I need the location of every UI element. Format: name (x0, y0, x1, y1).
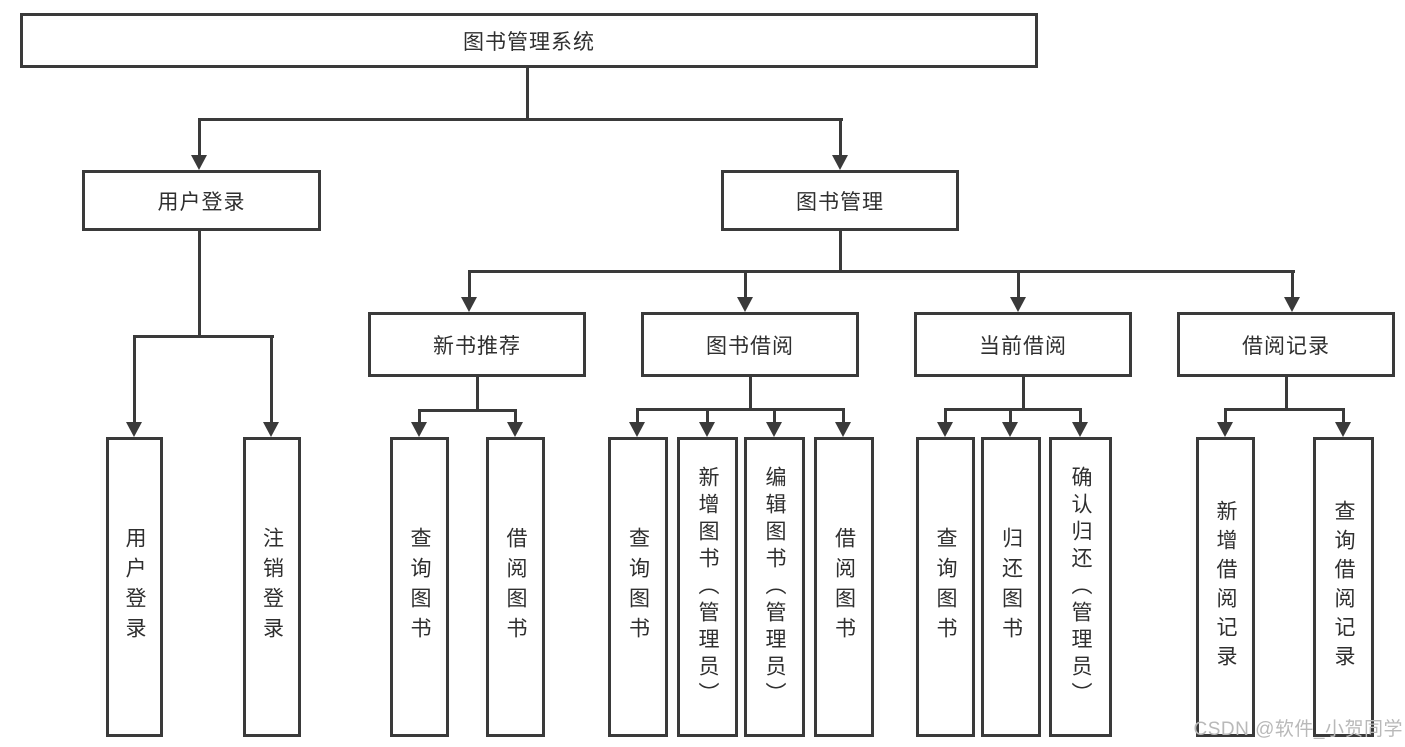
leaf-add-book-admin: 新增图书（管理员） (677, 437, 738, 737)
arrowhead-down-icon (461, 297, 477, 312)
connector-line (133, 335, 274, 338)
leaf-borrow-books-2: 借阅图书 (814, 437, 874, 737)
connector-line (468, 270, 471, 298)
connector-line (1079, 408, 1082, 425)
connector-line (839, 118, 842, 158)
connector-line (526, 67, 529, 119)
node-current-borrow: 当前借阅 (914, 312, 1132, 377)
connector-line (839, 231, 842, 272)
leaf-query-books-1: 查询图书 (390, 437, 449, 737)
node-new-book-recommend: 新书推荐 (368, 312, 586, 377)
connector-line (744, 270, 747, 298)
connector-line (1342, 408, 1345, 425)
leaf-query-books-3: 查询图书 (916, 437, 975, 737)
connector-line (706, 408, 709, 425)
connector-line (944, 408, 1082, 411)
leaf-query-books-2: 查询图书 (608, 437, 668, 737)
connector-line (1017, 270, 1020, 298)
csdn-watermark: CSDN @软件_小贺同学 (1193, 719, 1403, 740)
node-book-management: 图书管理 (721, 170, 959, 231)
leaf-borrow-books-1: 借阅图书 (486, 437, 545, 737)
leaf-edit-book-admin: 编辑图书（管理员） (744, 437, 805, 737)
node-root: 图书管理系统 (20, 13, 1038, 68)
connector-line (842, 408, 845, 425)
node-book-borrow: 图书借阅 (641, 312, 859, 377)
connector-line (1285, 377, 1288, 410)
connector-line (749, 377, 752, 410)
leaf-query-borrow-record: 查询借阅记录 (1313, 437, 1374, 737)
arrowhead-down-icon (1002, 422, 1018, 437)
arrowhead-down-icon (699, 422, 715, 437)
arrowhead-down-icon (1284, 297, 1300, 312)
arrowhead-down-icon (1010, 297, 1026, 312)
leaf-return-book: 归还图书 (981, 437, 1041, 737)
arrowhead-down-icon (507, 422, 523, 437)
arrowhead-down-icon (1072, 422, 1088, 437)
arrowhead-down-icon (766, 422, 782, 437)
connector-line (418, 409, 517, 412)
connector-line (1224, 408, 1345, 411)
arrowhead-down-icon (411, 422, 427, 437)
connector-line (198, 118, 201, 158)
connector-line (1291, 270, 1294, 298)
leaf-confirm-return-admin: 确认归还（管理员） (1049, 437, 1112, 737)
arrowhead-down-icon (191, 155, 207, 170)
connector-line (514, 409, 517, 425)
arrowhead-down-icon (1335, 422, 1351, 437)
arrowhead-down-icon (737, 297, 753, 312)
leaf-logout: 注销登录 (243, 437, 301, 737)
arrowhead-down-icon (832, 155, 848, 170)
arrowhead-down-icon (263, 422, 279, 437)
connector-line (944, 408, 947, 425)
connector-line (636, 408, 845, 411)
arrowhead-down-icon (126, 422, 142, 437)
connector-line (1022, 377, 1025, 410)
connector-line (468, 270, 1295, 273)
connector-line (418, 409, 421, 425)
leaf-user-login: 用户登录 (106, 437, 163, 737)
connector-line (773, 408, 776, 425)
connector-line (198, 231, 201, 337)
connector-line (270, 335, 273, 423)
connector-line (198, 118, 843, 121)
connector-line (1224, 408, 1227, 425)
connector-line (636, 408, 639, 425)
node-borrow-records: 借阅记录 (1177, 312, 1395, 377)
connector-line (133, 335, 136, 423)
leaf-add-borrow-record: 新增借阅记录 (1196, 437, 1255, 737)
arrowhead-down-icon (1217, 422, 1233, 437)
arrowhead-down-icon (629, 422, 645, 437)
connector-line (476, 377, 479, 411)
arrowhead-down-icon (937, 422, 953, 437)
connector-line (1009, 408, 1012, 425)
node-user-login: 用户登录 (82, 170, 321, 231)
arrowhead-down-icon (835, 422, 851, 437)
